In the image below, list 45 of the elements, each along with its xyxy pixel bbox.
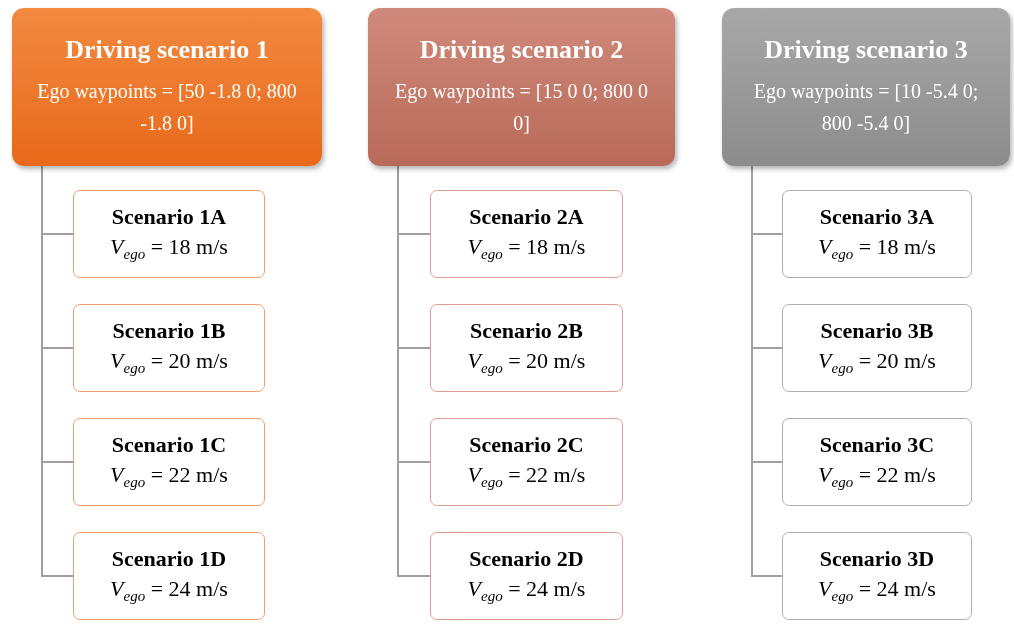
scenario-box [782, 304, 972, 392]
scenario-header-box [12, 8, 322, 166]
title: Driving scenario 2 [419, 35, 624, 65]
speed-text: V$_{ego}$ = 18 m/s [110, 234, 228, 264]
speed-text: V$_{ego}$ = 24 m/s [467, 576, 586, 606]
title: Scenario 3D [819, 546, 935, 573]
speed-text: V$_{ego}$ = 24 m/s [110, 576, 228, 606]
scenario-box [73, 190, 265, 278]
scenario-box [430, 190, 623, 278]
title: Scenario 3A [819, 204, 935, 231]
title: Scenario 3C [819, 432, 935, 459]
scenario-header-box [722, 8, 1010, 166]
scenario-box [430, 532, 623, 620]
title: Scenario 1B [112, 318, 226, 345]
title: Scenario 1C [111, 432, 227, 459]
speed-text: V$_{ego}$ = 22 m/s [467, 462, 586, 492]
title: Scenario 2B [469, 318, 584, 345]
title: Scenario 2C [469, 432, 584, 459]
scenario-box [73, 304, 265, 392]
speed-text: V$_{ego}$ = 22 m/s [818, 462, 936, 492]
title: Scenario 1D [111, 546, 227, 573]
scenario-box [782, 532, 972, 620]
scenario-box [782, 190, 972, 278]
speed-text: V$_{ego}$ = 20 m/s [467, 348, 586, 378]
title: Scenario 1A [111, 204, 227, 231]
title: Scenario 2D [469, 546, 584, 573]
waypoints-text: Ego waypoints = [10 -5.4 0; 800 -5.4 0] [752, 79, 980, 136]
speed-text: V$_{ego}$ = 18 m/s [467, 234, 586, 264]
scenario-box [782, 418, 972, 506]
scenario-box [430, 418, 623, 506]
waypoints-text: Ego waypoints = [50 -1.8 0; 800 -1.8 0] [36, 79, 298, 136]
waypoints-text: Ego waypoints = [15 0 0; 800 0 0] [394, 79, 649, 136]
scenario-box [73, 418, 265, 506]
scenario-header-box [368, 8, 675, 166]
speed-text: V$_{ego}$ = 24 m/s [818, 576, 936, 606]
speed-text: V$_{ego}$ = 22 m/s [110, 462, 228, 492]
speed-text: V$_{ego}$ = 18 m/s [818, 234, 936, 264]
title: Scenario 3B [820, 318, 934, 345]
speed-text: V$_{ego}$ = 20 m/s [110, 348, 228, 378]
speed-text: V$_{ego}$ = 20 m/s [818, 348, 936, 378]
title: Driving scenario 1 [65, 35, 269, 65]
scenario-box [73, 532, 265, 620]
title: Driving scenario 3 [764, 35, 968, 65]
scenario-box [430, 304, 623, 392]
title: Scenario 2A [469, 204, 584, 231]
